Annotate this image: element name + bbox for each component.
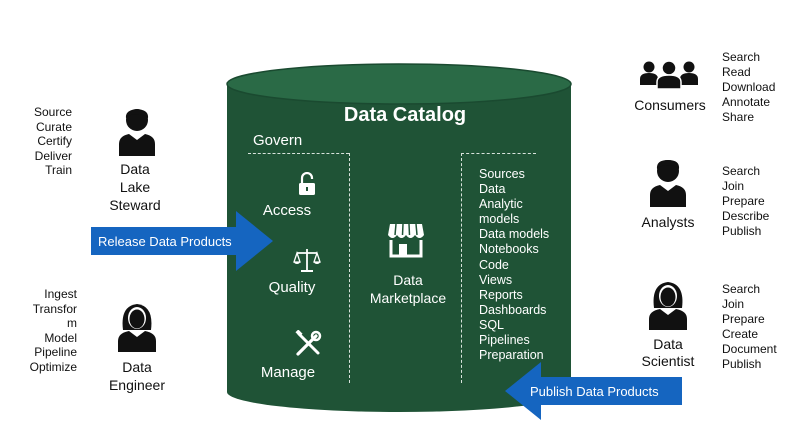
steward-task: Certify: [37, 134, 72, 148]
quality-label: Quality: [268, 279, 316, 296]
consumers-tasks: Search Read Download Annotate Share: [722, 50, 775, 125]
analysts-task: Prepare: [722, 194, 765, 208]
analysts-task: Search: [722, 164, 761, 178]
steward-task: Curate: [35, 119, 72, 134]
catalog-item: models: [479, 212, 520, 227]
lock-open-icon: [299, 172, 315, 195]
scientist-person-icon: [649, 282, 687, 330]
catalog-item: Analytic: [479, 197, 523, 212]
consumers-task: Search: [722, 50, 761, 64]
analysts-tasks: Search Join Prepare Describe Publish: [722, 164, 769, 239]
steward-label: Data Lake Steward: [100, 160, 170, 214]
marketplace-line-2: Marketplace: [369, 290, 447, 306]
consumers-label: Consumers: [634, 97, 706, 113]
catalog-item: Sources: [479, 167, 525, 181]
consumers-task: Read: [722, 65, 751, 79]
steward-task: Deliver: [34, 148, 72, 163]
catalog-item: Data: [479, 182, 506, 197]
balance-scale-icon: [293, 249, 321, 272]
steward-label-line-1: Data: [120, 161, 150, 177]
catalog-item: Data models: [479, 227, 550, 242]
catalog-item: Code: [479, 257, 509, 272]
catalog-title: Data Catalog: [343, 104, 467, 126]
govern-label: Govern: [253, 132, 303, 149]
publish-arrow: [505, 362, 682, 420]
catalog-item: Reports: [479, 287, 523, 302]
analysts-label: Analysts: [641, 214, 695, 230]
scientist-task: Create: [722, 327, 759, 341]
consumers-task: Download: [722, 80, 776, 94]
engineer-tasks: Ingest Transfor m Model Pipeline Optimiz…: [20, 287, 77, 374]
analysts-task: Join: [722, 179, 745, 193]
engineer-task: m: [67, 316, 77, 330]
engineer-person-icon: [118, 304, 156, 352]
catalog-item: Dashboards: [479, 302, 547, 317]
engineer-task: Transfor: [32, 301, 77, 316]
group-people-icon: [640, 60, 698, 89]
scientist-task: Prepare: [722, 312, 765, 326]
manage-label: Manage: [260, 364, 316, 381]
engineer-label: Data Engineer: [100, 358, 174, 394]
engineer-label-line-2: Engineer: [108, 377, 166, 393]
engineer-task: Pipeline: [34, 345, 77, 359]
scientist-task: Publish: [722, 357, 762, 371]
items-border: [461, 153, 462, 383]
catalog-item: Pipelines: [479, 333, 530, 348]
scientist-task: Document: [722, 342, 777, 356]
tools-icon: [295, 330, 322, 356]
engineer-task: Model: [44, 330, 77, 345]
access-label: Access: [262, 202, 312, 219]
scientist-label: Data Scientist: [630, 336, 706, 370]
govern-border: [349, 153, 350, 383]
scientist-task: Join: [722, 297, 745, 311]
consumers-task: Annotate: [722, 95, 771, 109]
engineer-task: Optimize: [29, 359, 77, 374]
analysts-task: Describe: [722, 209, 770, 223]
steward-tasks: Source Curate Certify Deliver Train: [20, 105, 72, 178]
storefront-icon: [388, 223, 424, 258]
engineer-task: Ingest: [44, 287, 77, 301]
catalog-item: SQL: [479, 317, 505, 332]
release-arrow-label: Release Data Products: [98, 234, 232, 249]
analysts-task: Publish: [722, 224, 762, 238]
scientist-label-line-2: Scientist: [641, 353, 695, 369]
publish-arrow-label: Publish Data Products: [530, 384, 659, 399]
govern-divider: [248, 153, 349, 154]
steward-person-icon: [119, 109, 155, 156]
catalog-item: Views: [479, 272, 513, 287]
release-arrow: [91, 211, 273, 271]
engineer-label-line-1: Data: [122, 359, 152, 375]
steward-label-line-2: Lake: [119, 179, 151, 195]
steward-task: Source: [33, 105, 72, 119]
scientist-task: Search: [722, 282, 761, 296]
marketplace-line-1: Data: [393, 272, 423, 288]
steward-task: Train: [45, 163, 72, 177]
catalog-item: Notebooks: [479, 242, 539, 257]
catalog-items-list: Sources Data Analytic models Data models…: [479, 167, 549, 363]
analyst-person-icon: [650, 160, 686, 207]
steward-label-line-3: Steward: [109, 197, 161, 213]
scientist-tasks: Search Join Prepare Create Document Publ…: [722, 282, 777, 372]
items-divider: [461, 153, 536, 154]
scientist-label-line-1: Data: [653, 336, 683, 352]
marketplace-label: Data Marketplace: [368, 271, 448, 307]
catalog-item: Preparation: [479, 348, 544, 363]
consumers-task: Share: [722, 110, 755, 124]
